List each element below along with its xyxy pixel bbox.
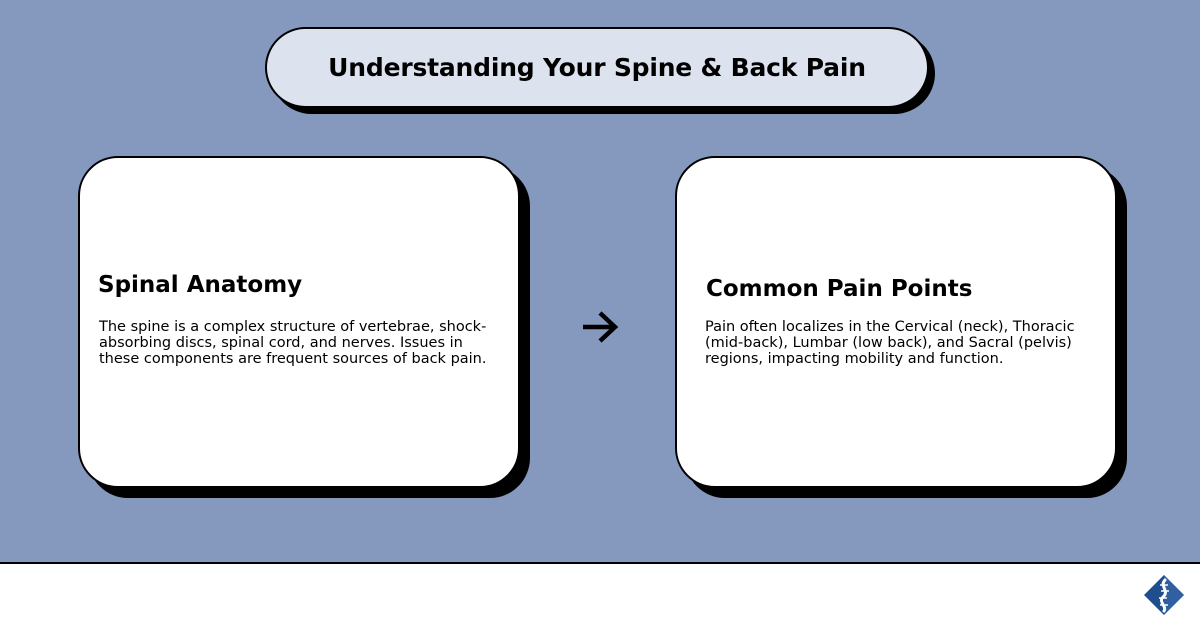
- card-heading: Spinal Anatomy: [98, 272, 303, 298]
- card-common-pain-points: Common Pain Points Pain often localizes …: [675, 156, 1117, 488]
- spine-logo-icon: [1144, 575, 1184, 615]
- card-description: Pain often localizes in the Cervical (ne…: [705, 319, 1075, 367]
- title-banner: Understanding Your Spine & Back Pain: [265, 27, 929, 108]
- page-title: Understanding Your Spine & Back Pain: [328, 53, 866, 82]
- card-spinal-anatomy: Spinal Anatomy The spine is a complex st…: [78, 156, 520, 488]
- slide-background: Understanding Your Spine & Back Pain Spi…: [0, 0, 1200, 564]
- card-description: The spine is a complex structure of vert…: [99, 319, 487, 367]
- card-heading: Common Pain Points: [706, 276, 973, 302]
- arrow-right-icon: [583, 311, 619, 343]
